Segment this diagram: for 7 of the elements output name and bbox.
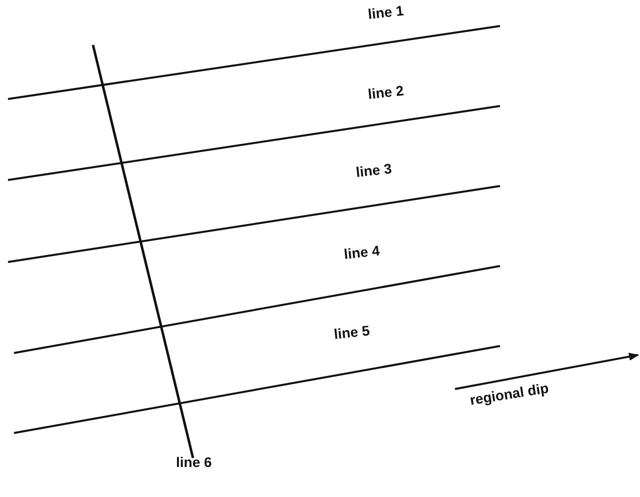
- arrow-label: regional dip: [468, 380, 550, 408]
- line-label: line 1: [367, 2, 404, 22]
- line-label: line 5: [333, 322, 370, 342]
- line-label: line 6: [176, 454, 212, 470]
- line-label: line 3: [355, 160, 392, 180]
- line-label: line 4: [343, 242, 380, 262]
- line-label: line 2: [367, 82, 404, 102]
